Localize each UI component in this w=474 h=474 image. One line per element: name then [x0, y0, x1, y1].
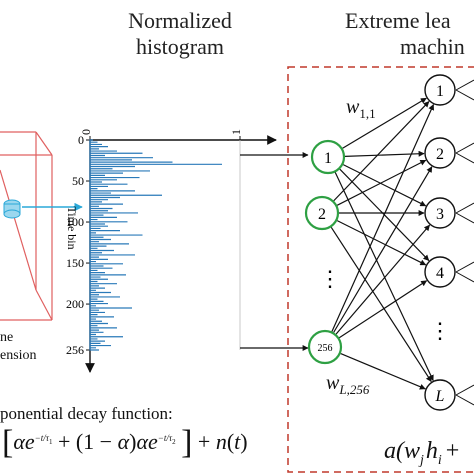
- decay-formula: [αe−t/τ1 + (1 − α)αe−t/τ2 ] + n(t): [2, 424, 248, 461]
- elm-dashed-box: [287, 66, 474, 473]
- histogram-bars: [89, 139, 222, 351]
- output-connection: [455, 261, 474, 273]
- network-connections: [330, 79, 474, 406]
- input-node-label: 256: [318, 343, 333, 354]
- histogram-y-tick-label: 100: [66, 215, 84, 229]
- input-node: [307, 329, 343, 365]
- output-connection: [455, 212, 474, 224]
- input-node-label: 2: [318, 206, 326, 223]
- connection: [331, 104, 435, 332]
- output-connection: [455, 384, 474, 396]
- connection: [344, 150, 425, 157]
- connection: [333, 101, 430, 202]
- connection: [340, 352, 426, 390]
- hidden-node-label: 1: [436, 83, 444, 100]
- elm-title-line2: machin: [400, 34, 465, 59]
- histogram-x-tick-label: 0: [79, 129, 93, 135]
- voxel-icon: [3, 199, 21, 219]
- hidden-node-label: 4: [436, 265, 444, 282]
- histogram-title: Normalized histogram: [100, 8, 260, 60]
- hidden-node-label: 3: [436, 206, 444, 223]
- hidden-node: [424, 197, 456, 229]
- histogram-y-axis-label: Time bin: [65, 206, 79, 249]
- hidden-node: [424, 74, 456, 106]
- lidar-cube: [0, 131, 53, 321]
- histogram-y-tick-label: 150: [66, 256, 84, 270]
- output-connection: [455, 394, 474, 406]
- network-nodes: 1 2 ⋮ 256 1 2 3 4 ⋮ L: [304, 74, 456, 411]
- input-ellipsis: ⋮: [319, 266, 341, 291]
- histogram-chart: 0 1 0 50 100 150 200 256 Time bin: [65, 129, 277, 373]
- histogram-y-tick-label: 200: [66, 297, 84, 311]
- connection: [336, 220, 427, 266]
- hidden-node: [424, 256, 456, 288]
- output-connection: [455, 271, 474, 283]
- histogram-y-tick-label: 0: [78, 133, 84, 147]
- hidden-node: [424, 379, 456, 411]
- output-connection: [455, 152, 474, 164]
- output-connection: [455, 142, 474, 154]
- connection: [336, 159, 427, 206]
- connection: [335, 224, 431, 335]
- connection: [342, 164, 427, 207]
- connection: [342, 97, 427, 149]
- connection: [330, 226, 432, 383]
- activation-formula: a(wjhi+: [384, 438, 460, 468]
- histogram-x-tick-label: 1: [229, 129, 243, 135]
- weight-bottom-label: wL,256: [326, 372, 370, 397]
- histogram-title-line1: Normalized: [128, 8, 232, 33]
- histogram-y-tick-label: 50: [72, 174, 84, 188]
- weight-top-label: w1,1: [346, 96, 376, 121]
- input-node: [310, 139, 346, 175]
- output-connection: [455, 202, 474, 214]
- output-connection: [455, 89, 474, 101]
- connection: [338, 280, 428, 339]
- elm-title: Extreme lea machin: [345, 8, 474, 60]
- hidden-node-label: 2: [436, 146, 444, 163]
- input-node-label: 1: [324, 150, 332, 167]
- left-label-bottom: ension: [0, 348, 37, 363]
- decay-caption: ponential decay function:: [0, 404, 173, 423]
- hidden-node: [424, 137, 456, 169]
- output-connection: [455, 79, 474, 91]
- histogram-title-line2: histogram: [136, 34, 224, 59]
- connection: [333, 166, 433, 333]
- connection: [334, 172, 434, 382]
- input-node: [304, 195, 340, 231]
- left-label-top: ne: [0, 330, 14, 345]
- elm-title-line1: Extreme lea: [345, 8, 451, 33]
- histogram-y-tick-label: 256: [66, 343, 84, 357]
- hidden-node-label: L: [435, 388, 445, 405]
- hidden-ellipsis: ⋮: [429, 318, 451, 343]
